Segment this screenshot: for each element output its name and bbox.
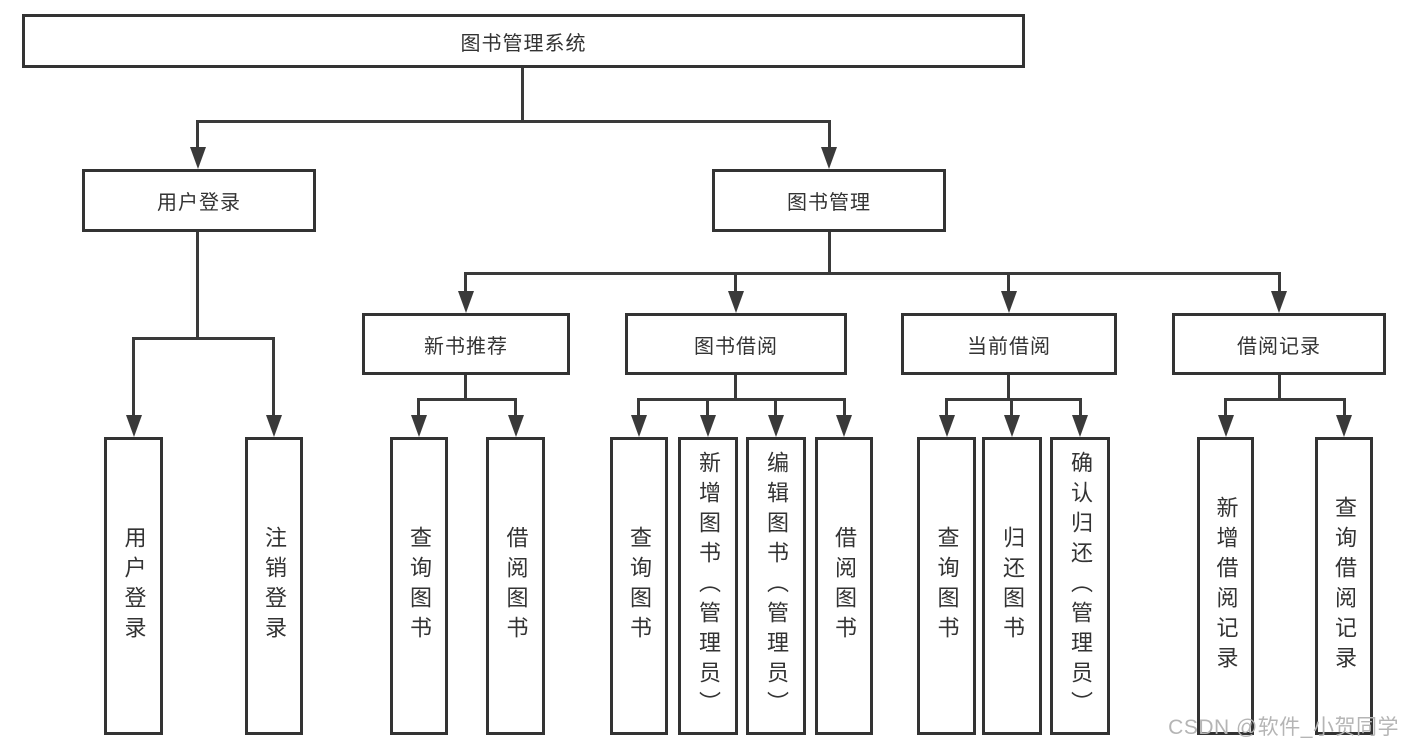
connector-line [1007,375,1010,398]
arrowhead-down-icon [1271,291,1287,313]
connector-line [132,337,135,415]
connector-line [706,398,709,415]
connector-line [828,232,831,272]
arrowhead-down-icon [1004,415,1020,437]
arrowhead-down-icon [266,415,282,437]
arrowhead-down-icon [768,415,784,437]
leaf-user-login: 用户登录 [104,437,163,735]
node-label: 编辑图书（管理员） [764,451,789,721]
connector-line [1079,398,1082,415]
connector-line [132,337,275,340]
arrowhead-down-icon [190,147,206,169]
connector-line [945,398,948,415]
node-book-borrow: 图书借阅 [625,313,847,375]
node-label: 图书借阅 [694,335,778,358]
node-label: 查询图书 [934,526,960,646]
node-label: 注销登录 [262,526,287,646]
leaf-borrow-edit-books-admin: 编辑图书（管理员） [746,437,806,735]
connector-line [464,375,467,398]
arrowhead-down-icon [1336,415,1352,437]
connector-line [734,375,737,398]
connector-line [1343,398,1346,415]
connector-line [734,272,737,291]
connector-line [514,398,517,415]
arrowhead-down-icon [821,147,837,169]
connector-line [464,272,467,291]
connector-line [945,398,1082,401]
node-label: 归还图书 [1000,526,1025,646]
node-label: 当前借阅 [967,335,1051,358]
connector-line [1007,272,1010,291]
connector-line [1010,398,1013,415]
arrowhead-down-icon [700,415,716,437]
arrowhead-down-icon [1218,415,1234,437]
connector-line [637,398,640,415]
arrowhead-down-icon [411,415,427,437]
node-new-book-recommend: 新书推荐 [362,313,570,375]
leaf-current-return-books: 归还图书 [982,437,1042,735]
csdn-watermark: CSDN @软件_小贺同学 [1168,716,1399,739]
connector-line [828,120,831,147]
node-label: 查询图书 [407,526,432,646]
leaf-logout: 注销登录 [245,437,303,735]
node-label: 确认归还（管理员） [1068,451,1093,721]
leaf-current-confirm-return-admin: 确认归还（管理员） [1050,437,1110,735]
node-book-management: 图书管理 [712,169,946,232]
leaf-borrow-borrow-books: 借阅图书 [815,437,873,735]
connector-line [1278,375,1281,398]
node-label: 新增图书（管理员） [696,451,721,721]
connector-line [272,337,275,415]
node-label: 新增借阅记录 [1213,496,1239,676]
connector-line [521,68,524,120]
arrowhead-down-icon [126,415,142,437]
node-root-library-system: 图书管理系统 [22,14,1025,68]
leaf-borrow-query-books: 查询图书 [610,437,668,735]
connector-line [196,120,199,147]
connector-line [417,398,517,401]
node-label: 借阅记录 [1237,335,1321,358]
node-current-borrow: 当前借阅 [901,313,1117,375]
connector-line [774,398,777,415]
node-label: 查询图书 [627,526,652,646]
arrowhead-down-icon [939,415,955,437]
arrowhead-down-icon [728,291,744,313]
node-label: 新书推荐 [424,335,508,358]
arrowhead-down-icon [508,415,524,437]
leaf-current-query-books: 查询图书 [917,437,976,735]
connector-line [196,232,199,337]
node-label: 图书管理系统 [460,32,587,55]
connector-line [1224,398,1346,401]
node-label: 查询借阅记录 [1332,496,1357,676]
node-label: 用户登录 [121,526,147,646]
node-label: 借阅图书 [832,526,857,646]
node-label: 用户登录 [157,192,241,214]
arrowhead-down-icon [458,291,474,313]
connector-line [1224,398,1227,415]
leaf-newbook-borrow-books: 借阅图书 [486,437,545,735]
node-label: 图书管理 [787,192,871,214]
leaf-borrow-add-books-admin: 新增图书（管理员） [678,437,738,735]
connector-line [1278,272,1281,291]
connector-line [196,120,831,123]
connector-line [637,398,846,401]
arrowhead-down-icon [1072,415,1088,437]
leaf-records-add-record: 新增借阅记录 [1197,437,1254,735]
leaf-newbook-query-books: 查询图书 [390,437,448,735]
connector-line [843,398,846,415]
connector-line [417,398,420,415]
leaf-records-query-record: 查询借阅记录 [1315,437,1373,735]
node-user-login: 用户登录 [82,169,316,232]
node-label: 借阅图书 [503,526,529,646]
arrowhead-down-icon [1001,291,1017,313]
node-borrow-records: 借阅记录 [1172,313,1386,375]
arrowhead-down-icon [836,415,852,437]
connector-line [464,272,1281,275]
arrowhead-down-icon [631,415,647,437]
